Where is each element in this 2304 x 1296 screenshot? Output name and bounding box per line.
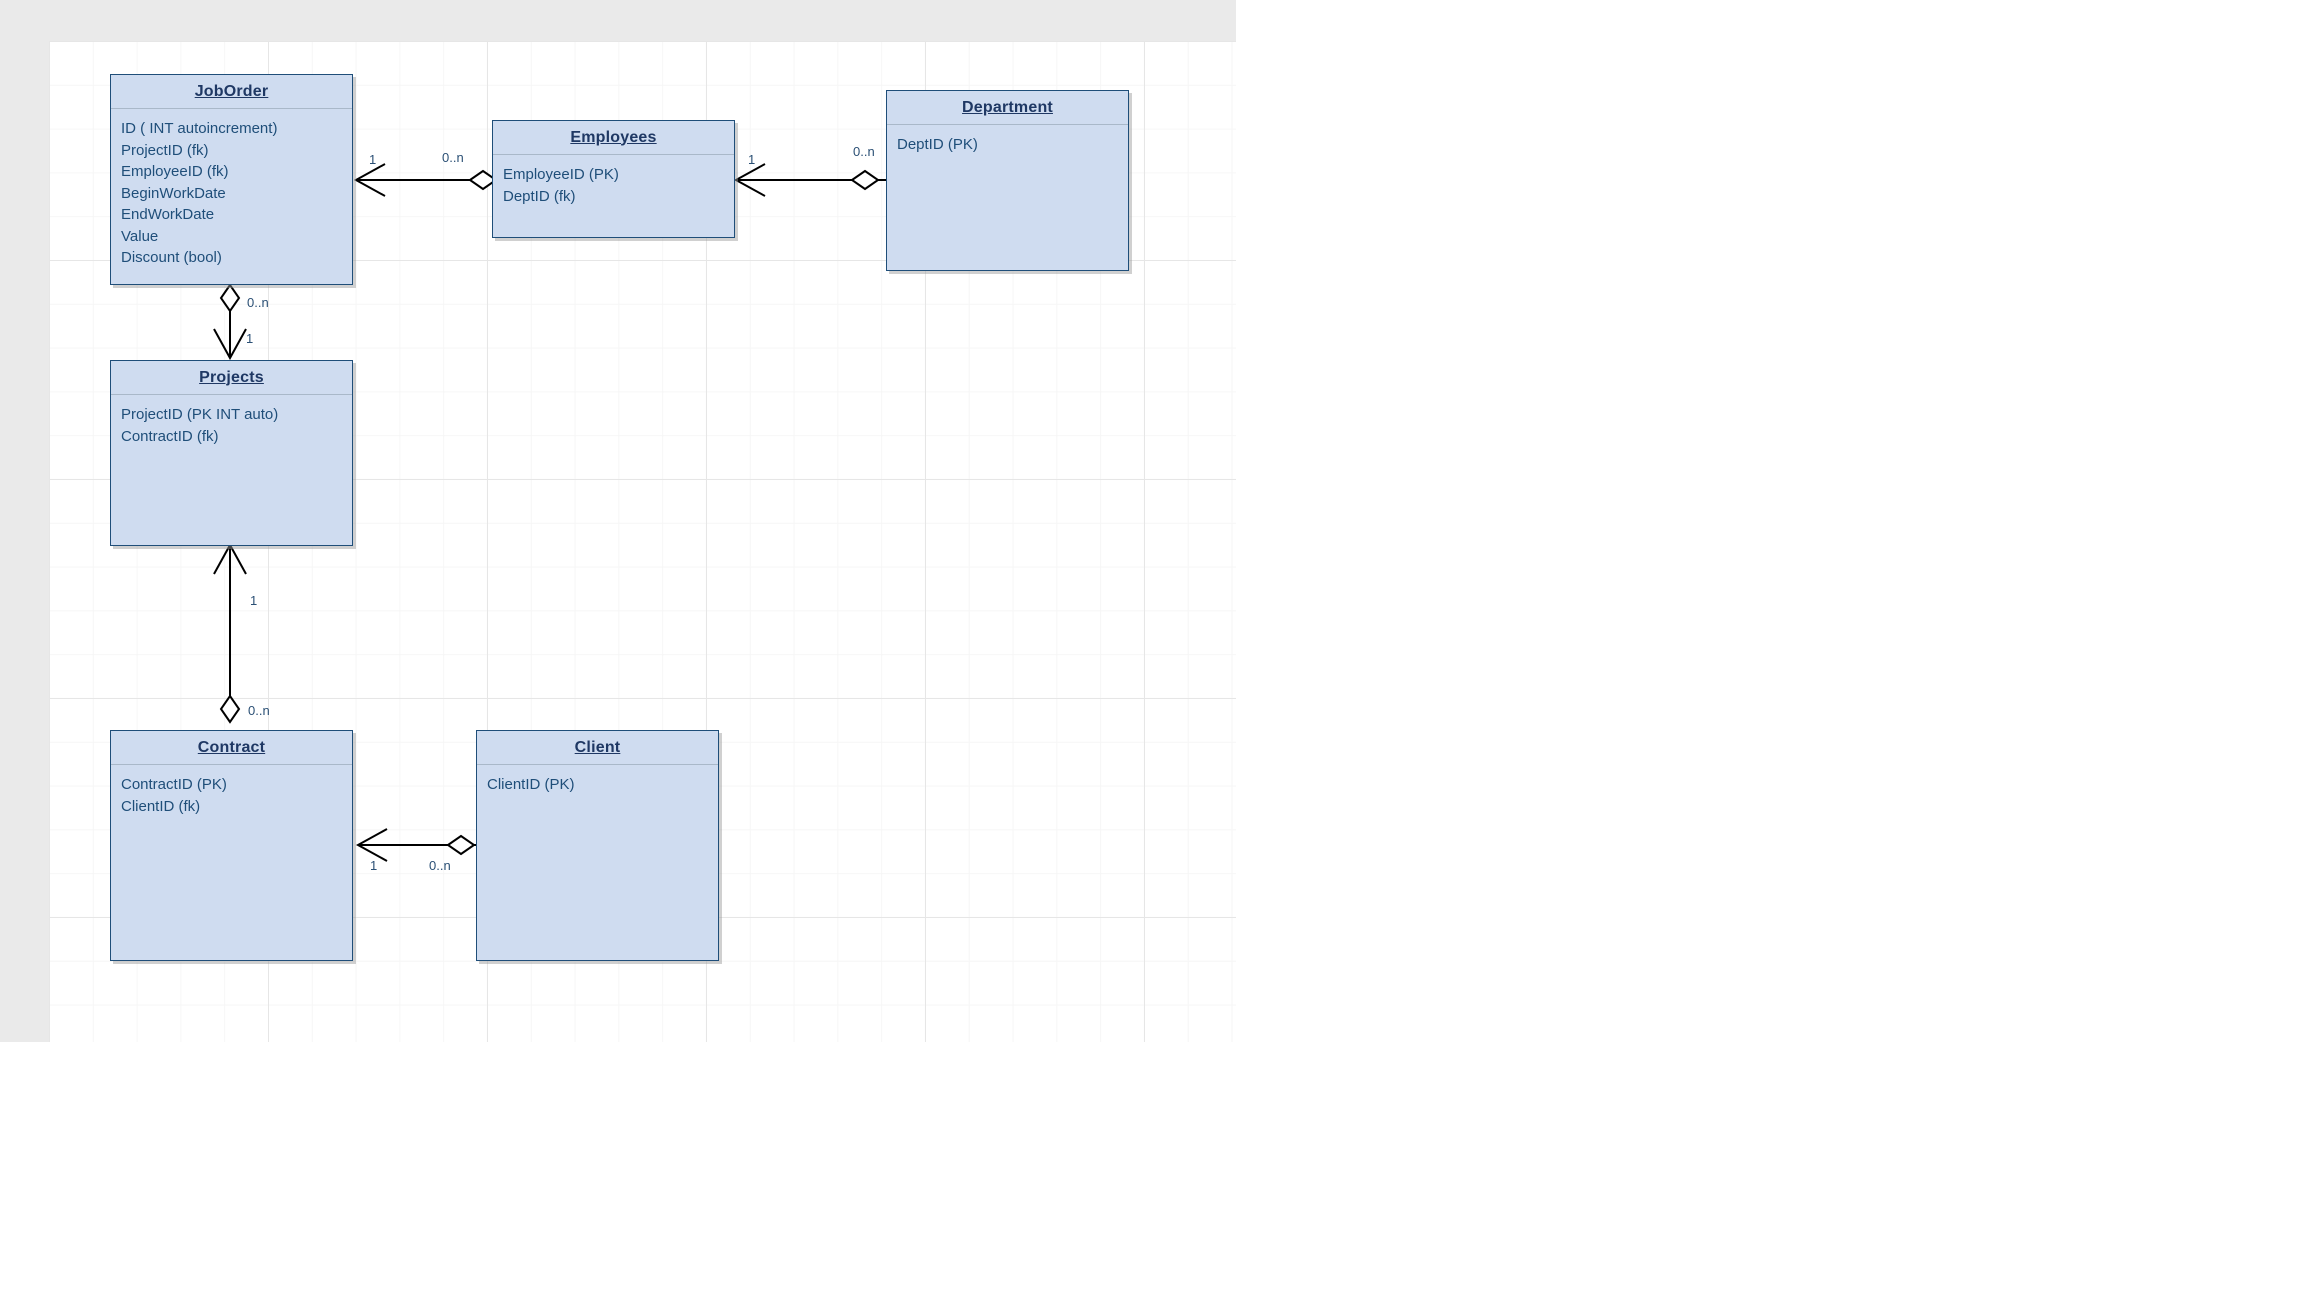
attribute-row: EmployeeID (fk): [121, 163, 229, 180]
cardinality-employees-department-from: 1: [748, 152, 756, 167]
entity-client-title: Client: [574, 738, 621, 756]
attribute-row: ID ( INT autoincrement): [121, 120, 278, 137]
entity-client-attributes: ClientID (PK): [477, 765, 718, 796]
entity-joborder[interactable]: JobOrder ID ( INT autoincrement) Project…: [110, 74, 353, 285]
entity-projects-attributes: ProjectID (PK INT auto) ContractID (fk): [111, 395, 352, 447]
cardinality-employees-department-to: 0..n: [853, 144, 875, 159]
attribute-row: Value: [121, 227, 159, 245]
cardinality-projects-contract-from: 1: [250, 593, 258, 608]
entity-employees-attributes: EmployeeID (PK) DeptID (fk): [493, 155, 734, 207]
entity-projects[interactable]: Projects ProjectID (PK INT auto) Contrac…: [110, 360, 353, 546]
cardinality-projects-contract-to: 0..n: [248, 703, 270, 718]
entity-client-header: Client: [477, 731, 718, 765]
entity-joborder-header: JobOrder: [111, 75, 352, 109]
entity-department-attributes: DeptID (PK): [887, 125, 1128, 156]
entity-projects-header: Projects: [111, 361, 352, 395]
entity-employees[interactable]: Employees EmployeeID (PK) DeptID (fk): [492, 120, 735, 238]
cardinality-joborder-employees-from: 1: [369, 152, 377, 167]
attribute-row: EndWorkDate: [121, 206, 215, 223]
attribute-row: Discount (bool): [121, 249, 222, 266]
attribute-row: DeptID (PK): [897, 136, 978, 153]
entity-contract-header: Contract: [111, 731, 352, 765]
attribute-row: ProjectID (PK INT auto): [121, 406, 279, 423]
entity-client[interactable]: Client ClientID (PK): [476, 730, 719, 961]
attribute-row: ContractID (PK): [121, 776, 227, 793]
cardinality-joborder-projects-to: 1: [246, 331, 254, 346]
entity-joborder-attributes: ID ( INT autoincrement) ProjectID (fk) E…: [111, 109, 352, 269]
entity-contract[interactable]: Contract ContractID (PK) ClientID (fk): [110, 730, 353, 961]
cardinality-contract-client-from: 1: [370, 858, 378, 873]
entity-department-header: Department: [887, 91, 1128, 125]
attribute-row: EmployeeID (PK): [503, 166, 619, 183]
attribute-row: DeptID (fk): [503, 187, 576, 205]
cardinality-joborder-projects-from: 0..n: [247, 295, 269, 310]
cardinality-contract-client-to: 0..n: [429, 858, 451, 873]
entity-joborder-title: JobOrder: [194, 82, 269, 100]
attribute-row: ClientID (PK): [487, 776, 575, 793]
entity-department[interactable]: Department DeptID (PK): [886, 90, 1129, 271]
attribute-row: ClientID (fk): [121, 797, 201, 815]
entity-department-title: Department: [962, 98, 1053, 116]
cardinality-joborder-employees-to: 0..n: [442, 150, 464, 165]
entity-employees-title: Employees: [570, 128, 657, 146]
attribute-row: ContractID (fk): [121, 427, 219, 445]
attribute-row: BeginWorkDate: [121, 184, 226, 202]
entity-projects-title: Projects: [199, 368, 264, 386]
entity-contract-attributes: ContractID (PK) ClientID (fk): [111, 765, 352, 817]
entity-contract-title: Contract: [197, 738, 266, 756]
entity-employees-header: Employees: [493, 121, 734, 155]
attribute-row: ProjectID (fk): [121, 141, 209, 159]
